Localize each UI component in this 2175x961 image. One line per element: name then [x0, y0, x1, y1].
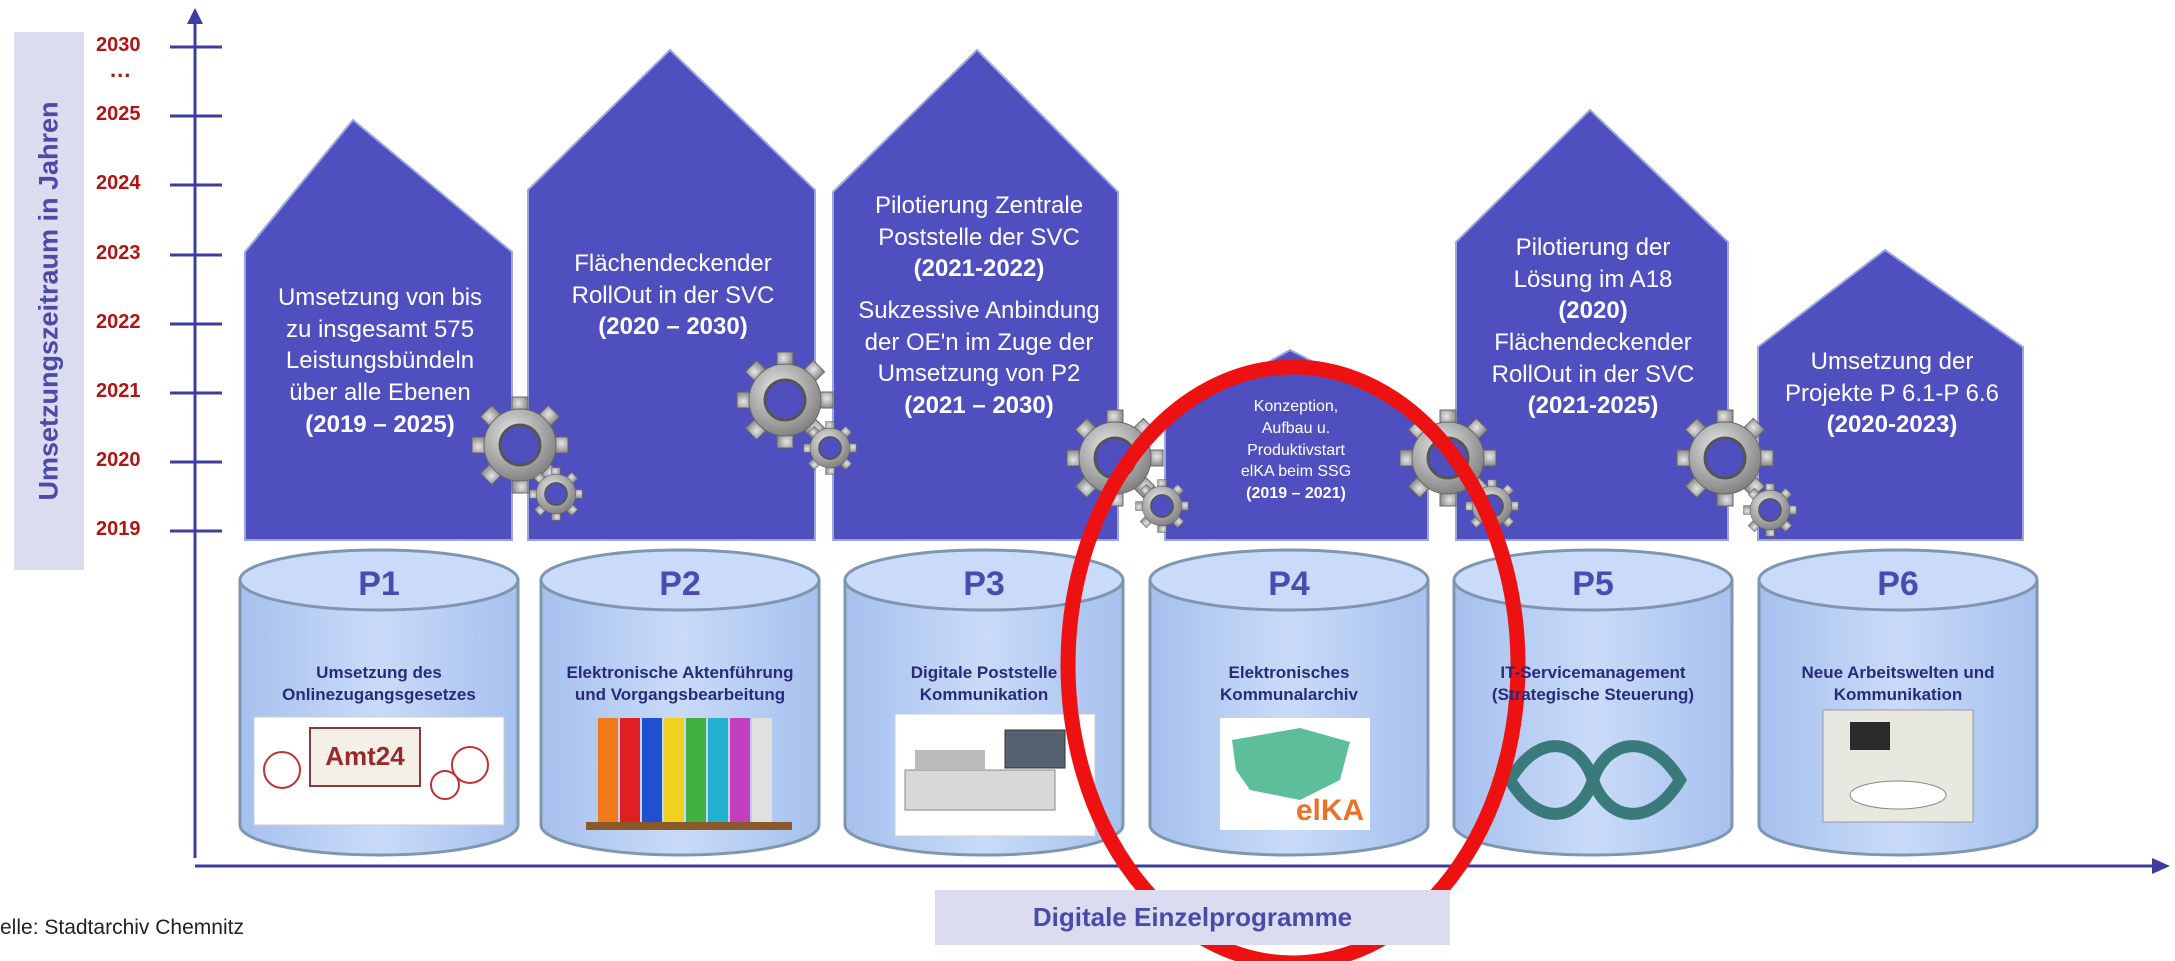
program-desc-line: und Vorgangsbearbeitung [574, 685, 786, 705]
elka-logo-image: elKA [1220, 718, 1370, 830]
elka-text: elKA [1296, 794, 1364, 827]
year-label: 2022 [96, 311, 141, 333]
house-p3-period: (2021 – 2030) [904, 392, 1054, 420]
program-title-p2: P2 [659, 565, 701, 603]
house-p4-period: (2019 – 2021) [1246, 485, 1346, 502]
program-desc-line: (Strategische Steuerung) [1491, 685, 1695, 705]
house-p2-line: Flächendeckender [574, 250, 772, 277]
program-title-p6: P6 [1877, 565, 1919, 603]
house-p3-text: Pilotierung Zentrale Poststelle der SVC … [838, 190, 1120, 422]
house-p5-line: Flächendeckender [1494, 329, 1692, 357]
mail-scanner-image [894, 713, 1096, 837]
program-desc-p5: IT-Servicemanagement (Strategische Steue… [1453, 662, 1733, 706]
program-desc-p1: Umsetzung des Onlinezugangsgesetzes [239, 662, 519, 706]
house-p3 [832, 48, 1119, 541]
house-p1-line: Umsetzung von bis [277, 284, 483, 311]
year-label: 2019 [96, 518, 141, 540]
house-p4-line: elKA beim SSG [1240, 463, 1352, 481]
house-p6-text: Umsetzung der Projekte P 6.1-P 6.6 (2020… [1762, 346, 2022, 441]
x-axis-label: Digitale Einzelprogramme [1032, 902, 1353, 932]
program-desc-line: Digitale Poststelle [910, 663, 1058, 682]
y-axis-label-box [14, 32, 84, 570]
program-desc-line: Elektronische Aktenführung [566, 663, 794, 682]
year-label: 2021 [96, 380, 141, 402]
binders-image [586, 718, 792, 830]
house-p3-line: Pilotierung Zentrale [874, 192, 1084, 219]
house-p3-line: Umsetzung von P2 [877, 360, 1081, 388]
x-axis-label-box [935, 890, 1450, 945]
year-label: 2023 [96, 242, 141, 264]
house-p3-line: der OE'n im Zuge der [864, 328, 1094, 356]
program-desc-line: Neue Arbeitswelten und [1801, 663, 1995, 682]
year-label: 2020 [96, 449, 141, 471]
program-title-p4: P4 [1268, 565, 1310, 603]
x-axis [195, 858, 2170, 874]
house-p1 [244, 118, 513, 541]
house-p5-period: (2021-2025) [1527, 392, 1659, 420]
year-label: 2025 [96, 103, 141, 125]
house-p5-line: RollOut in der SVC [1491, 360, 1695, 388]
amt24-cartoon-image: Amt24 [253, 716, 505, 826]
y-axis [170, 8, 222, 858]
house-p2-text: Flächendeckender RollOut in der SVC (202… [533, 248, 813, 343]
program-desc-line: Umsetzung des [316, 663, 442, 682]
program-desc-p4: Elektronisches Kommunalarchiv [1149, 662, 1429, 706]
highlight-ellipse [1060, 359, 1526, 961]
year-label: 2024 [96, 172, 141, 194]
program-desc-line: Kommunikation [919, 685, 1049, 705]
amt24-text: Amt24 [325, 741, 405, 771]
house-p5-line: Lösung im A18 [1513, 265, 1673, 293]
program-desc-line: Kommunalarchiv [1220, 685, 1358, 705]
house-p3-line: Poststelle der SVC [878, 223, 1080, 251]
meeting-room-image [1822, 709, 1974, 823]
program-desc-p6: Neue Arbeitswelten und Kommunikation [1758, 662, 2038, 706]
house-p4-line: Konzeption, [1253, 398, 1339, 415]
house-p1-line: zu insgesamt 575 [285, 315, 475, 343]
year-ellipsis: ... [110, 57, 132, 82]
source-note: elle: Stadtarchiv Chemnitz [0, 916, 244, 939]
house-p4-line: Aufbau u. [1261, 419, 1331, 437]
house-p1-line: Leistungsbündeln [285, 347, 475, 375]
program-desc-p3: Digitale Poststelle Kommunikation [844, 662, 1124, 706]
house-p4-text: Konzeption, Aufbau u. Produktivstart elK… [1190, 396, 1402, 505]
house-p5-line: Pilotierung der [1515, 234, 1671, 261]
program-desc-line: IT-Servicemanagement [1500, 663, 1686, 682]
house-p5-period: (2020) [1558, 297, 1628, 325]
house-p6-period: (2020-2023) [1826, 411, 1958, 439]
year-label: 2030 [96, 34, 141, 56]
program-title-p3: P3 [963, 565, 1005, 603]
program-desc-line: Elektronisches [1228, 663, 1350, 682]
program-title-p5: P5 [1572, 565, 1614, 603]
program-desc-p2: Elektronische Aktenführung und Vorgangsb… [540, 662, 820, 706]
program-desc-line: Kommunikation [1833, 685, 1963, 705]
house-p3-line: Sukzessive Anbindung [858, 297, 1100, 325]
house-p5-text: Pilotierung der Lösung im A18 (2020) Flä… [1460, 232, 1726, 422]
program-title-p1: P1 [358, 565, 400, 603]
house-p1-period: (2019 – 2025) [305, 410, 455, 438]
house-p2-line: RollOut in der SVC [571, 281, 775, 309]
house-p1-text: Umsetzung von bis zu insgesamt 575 Leist… [250, 282, 510, 440]
infinity-loop-image [1503, 740, 1688, 820]
house-p1-line: über alle Ebenen [289, 379, 471, 407]
house-p2-period: (2020 – 2030) [598, 313, 748, 341]
house-p4-line: Produktivstart [1247, 441, 1345, 459]
house-p6-line: Projekte P 6.1-P 6.6 [1785, 379, 1999, 407]
house-p6-line: Umsetzung der [1810, 348, 1974, 375]
house-p3-period: (2021-2022) [913, 255, 1045, 283]
program-desc-line: Onlinezugangsgesetzes [282, 685, 476, 705]
